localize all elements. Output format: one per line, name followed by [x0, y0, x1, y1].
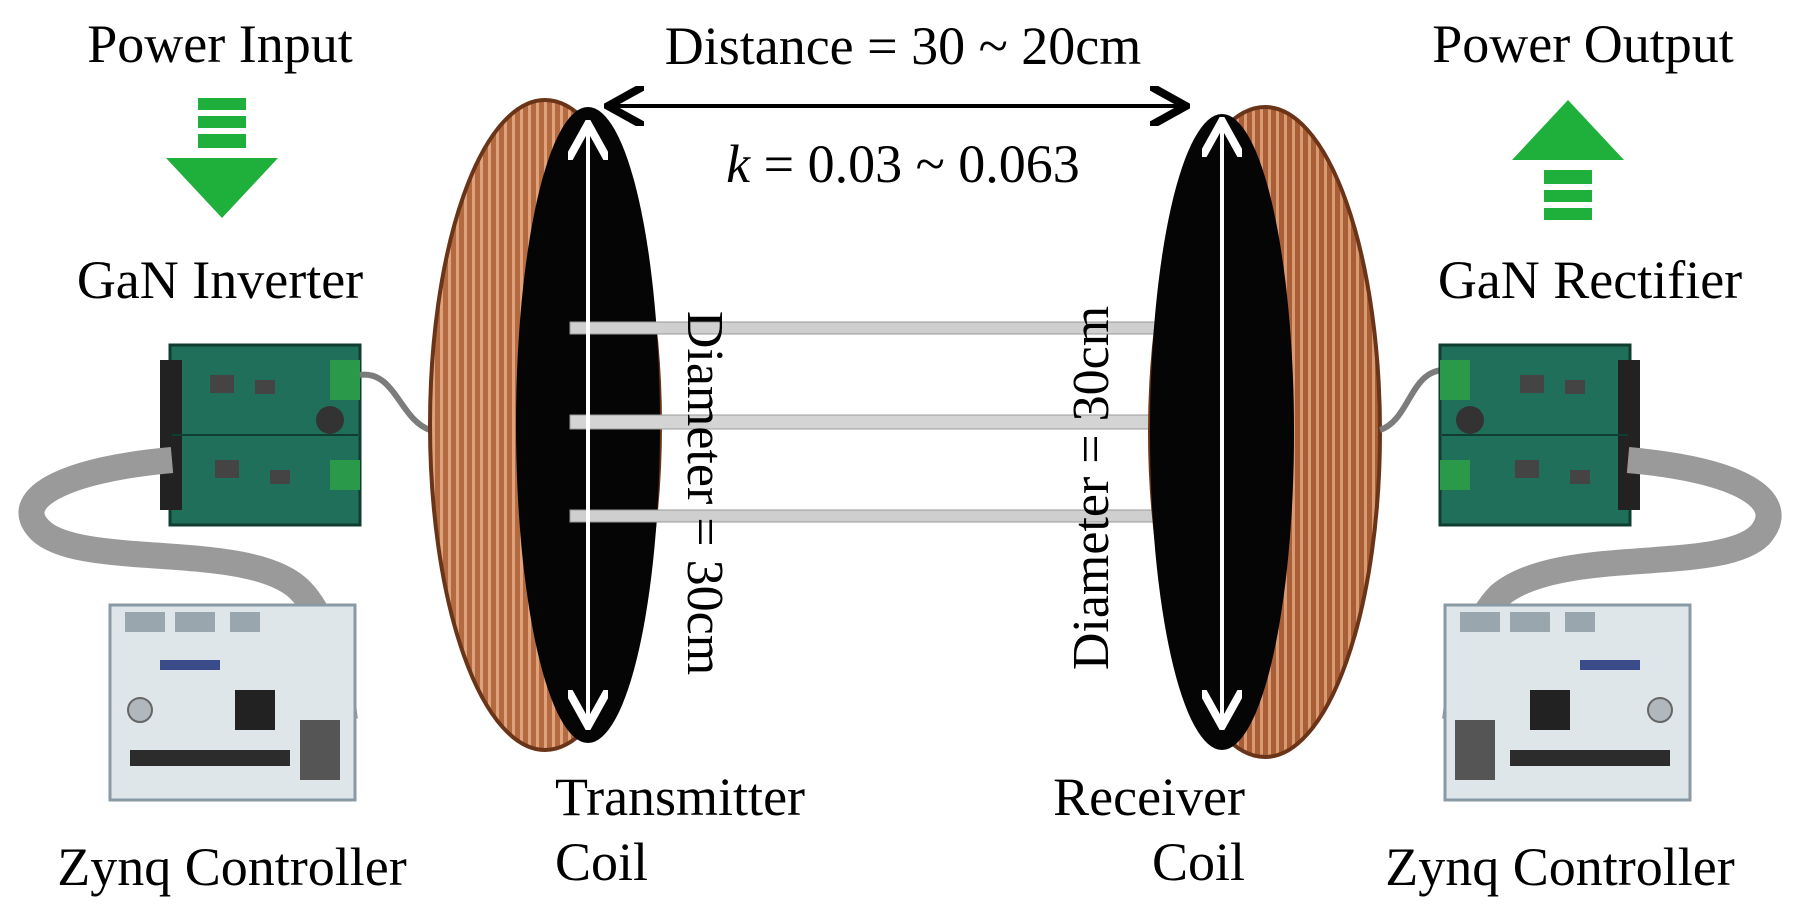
gan-inverter-label: GaN Inverter: [77, 250, 363, 310]
distance-label: Distance = 30 ~ 20cm: [665, 16, 1142, 76]
rx-diameter-label: Diameter = 30cm: [1063, 306, 1120, 670]
transmitter-coil-label-line2: Coil: [555, 832, 648, 892]
support-rods: [569, 321, 1261, 523]
tx-diameter-label: Diameter = 30cm: [676, 311, 733, 675]
k-value: = 0.03 ~ 0.063: [750, 134, 1080, 194]
rx-coil-lead-wire: [1378, 367, 1446, 433]
up-arrow-icon: [1512, 100, 1624, 220]
gan-rectifier-board: [1438, 343, 1640, 527]
receiver-coil-label-line1: Receiver: [1053, 767, 1245, 827]
gan-rectifier-label: GaN Rectifier: [1438, 250, 1742, 310]
transmitter-coil-label-line1: Transmitter: [555, 767, 805, 827]
zynq-controller-right-label: Zynq Controller: [1385, 837, 1734, 897]
k-symbol: k: [726, 134, 751, 194]
receiver-coil-label-line2: Coil: [1152, 832, 1245, 892]
zynq-controller-left-label: Zynq Controller: [57, 837, 406, 897]
tx-coil-lead-wire: [359, 371, 432, 433]
power-input-label: Power Input: [87, 14, 352, 74]
down-arrow-icon: [166, 98, 278, 218]
coupling-coefficient-label: k = 0.03 ~ 0.063: [726, 134, 1080, 194]
gan-inverter-board: [160, 343, 362, 527]
power-output-label: Power Output: [1432, 14, 1733, 74]
zynq-controller-board-right: [1443, 603, 1692, 802]
zynq-controller-board-left: [108, 603, 357, 802]
receiver-coil: [1148, 105, 1382, 759]
